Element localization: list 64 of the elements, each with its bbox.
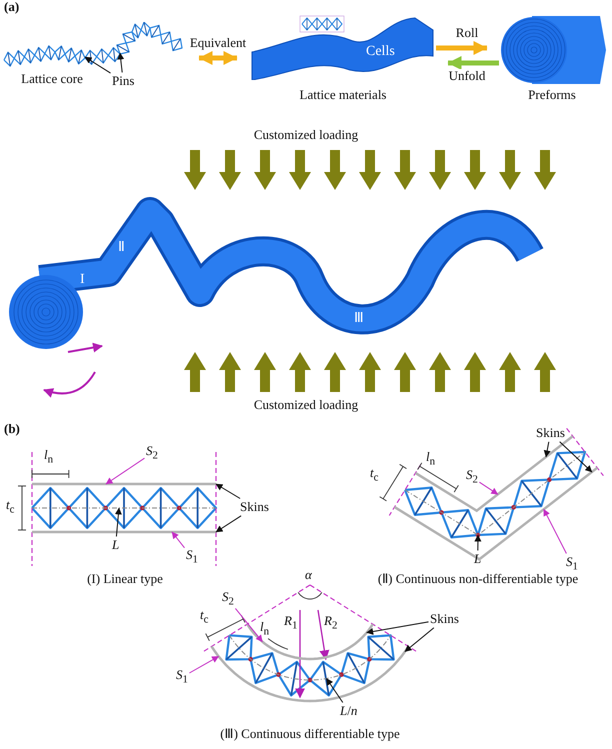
arrow bbox=[436, 41, 488, 55]
center-line bbox=[228, 634, 392, 680]
symbol-label: L bbox=[112, 538, 120, 552]
symbol-label: S$_{1}$ bbox=[186, 548, 198, 566]
skin-line bbox=[32, 530, 216, 534]
skin-line bbox=[210, 646, 410, 702]
region-numeral: Ⅲ bbox=[354, 311, 364, 326]
caption-text: Customized loading bbox=[254, 128, 358, 142]
arrow bbox=[448, 56, 499, 70]
dimension-label: t$_{c}$ bbox=[6, 498, 14, 516]
figure-caption: (I) Linear type bbox=[87, 572, 163, 586]
dimension-label: l$_{n}$ bbox=[426, 450, 436, 468]
leader-line bbox=[216, 515, 242, 532]
figure-caption: (Ⅱ) Continuous non-differentiable type bbox=[378, 572, 578, 586]
leader-line bbox=[478, 482, 498, 495]
leader-line bbox=[84, 56, 111, 74]
figure-caption: (Ⅲ) Continuous differentiable type bbox=[220, 727, 400, 742]
callout-label: Pins bbox=[112, 74, 134, 88]
panel-label: (a) bbox=[4, 0, 20, 14]
symbol-label: S$_{2}$ bbox=[466, 468, 478, 486]
callout-label: Skins bbox=[430, 612, 459, 626]
leader-line bbox=[366, 621, 429, 635]
leader-line bbox=[106, 458, 145, 484]
caption-text: Customized loading bbox=[254, 398, 358, 412]
edge-label: Unfold bbox=[448, 69, 486, 84]
leader-line bbox=[188, 656, 220, 674]
leader-line bbox=[544, 441, 551, 458]
region-numeral: I bbox=[80, 272, 85, 288]
leader-line bbox=[559, 441, 592, 472]
symbol-label: S$_{1}$ bbox=[566, 555, 578, 574]
leader-line bbox=[543, 508, 567, 554]
symbol-label: S$_{1}$ bbox=[176, 668, 188, 686]
region-numeral: Ⅱ bbox=[118, 240, 125, 256]
symbol-label: L bbox=[474, 552, 482, 566]
edge-label: Equivalent bbox=[190, 36, 246, 50]
lattice-strip-drawing bbox=[250, 14, 435, 80]
edge-label: Roll bbox=[456, 26, 478, 40]
leader-line bbox=[114, 508, 122, 537]
dimension-label: R$_{2}$ bbox=[324, 614, 338, 632]
dimension-label: t$_{c}$ bbox=[200, 608, 208, 626]
skin-line bbox=[32, 482, 216, 486]
leader-line bbox=[404, 627, 434, 652]
symbol-label: S$_{2}$ bbox=[222, 590, 234, 608]
arrow bbox=[198, 51, 238, 65]
part-label: Cells bbox=[366, 44, 395, 60]
leader-line bbox=[474, 534, 482, 551]
callout-label: Skins bbox=[536, 426, 565, 440]
dimension-label: R$_{1}$ bbox=[284, 614, 298, 632]
figure-caption: Preforms bbox=[528, 88, 576, 102]
symbol-label: L/n bbox=[340, 704, 358, 718]
symbol-label: S$_{2}$ bbox=[146, 444, 158, 462]
figure-caption: Lattice materials bbox=[300, 88, 386, 102]
angle-label: α bbox=[305, 568, 312, 582]
dimension-label: t$_{c}$ bbox=[370, 466, 378, 484]
leader-line bbox=[326, 678, 344, 703]
panel-label: (b) bbox=[4, 422, 20, 436]
leader-line bbox=[117, 52, 124, 73]
leader-line bbox=[234, 608, 263, 642]
dimension-label: l$_{n}$ bbox=[44, 448, 54, 466]
dimension-label: l$_{n}$ bbox=[260, 620, 270, 638]
leader-line bbox=[216, 484, 241, 499]
callout-label: Skins bbox=[240, 500, 269, 514]
leader-line bbox=[172, 532, 185, 548]
figure-caption: Lattice core bbox=[21, 72, 83, 86]
